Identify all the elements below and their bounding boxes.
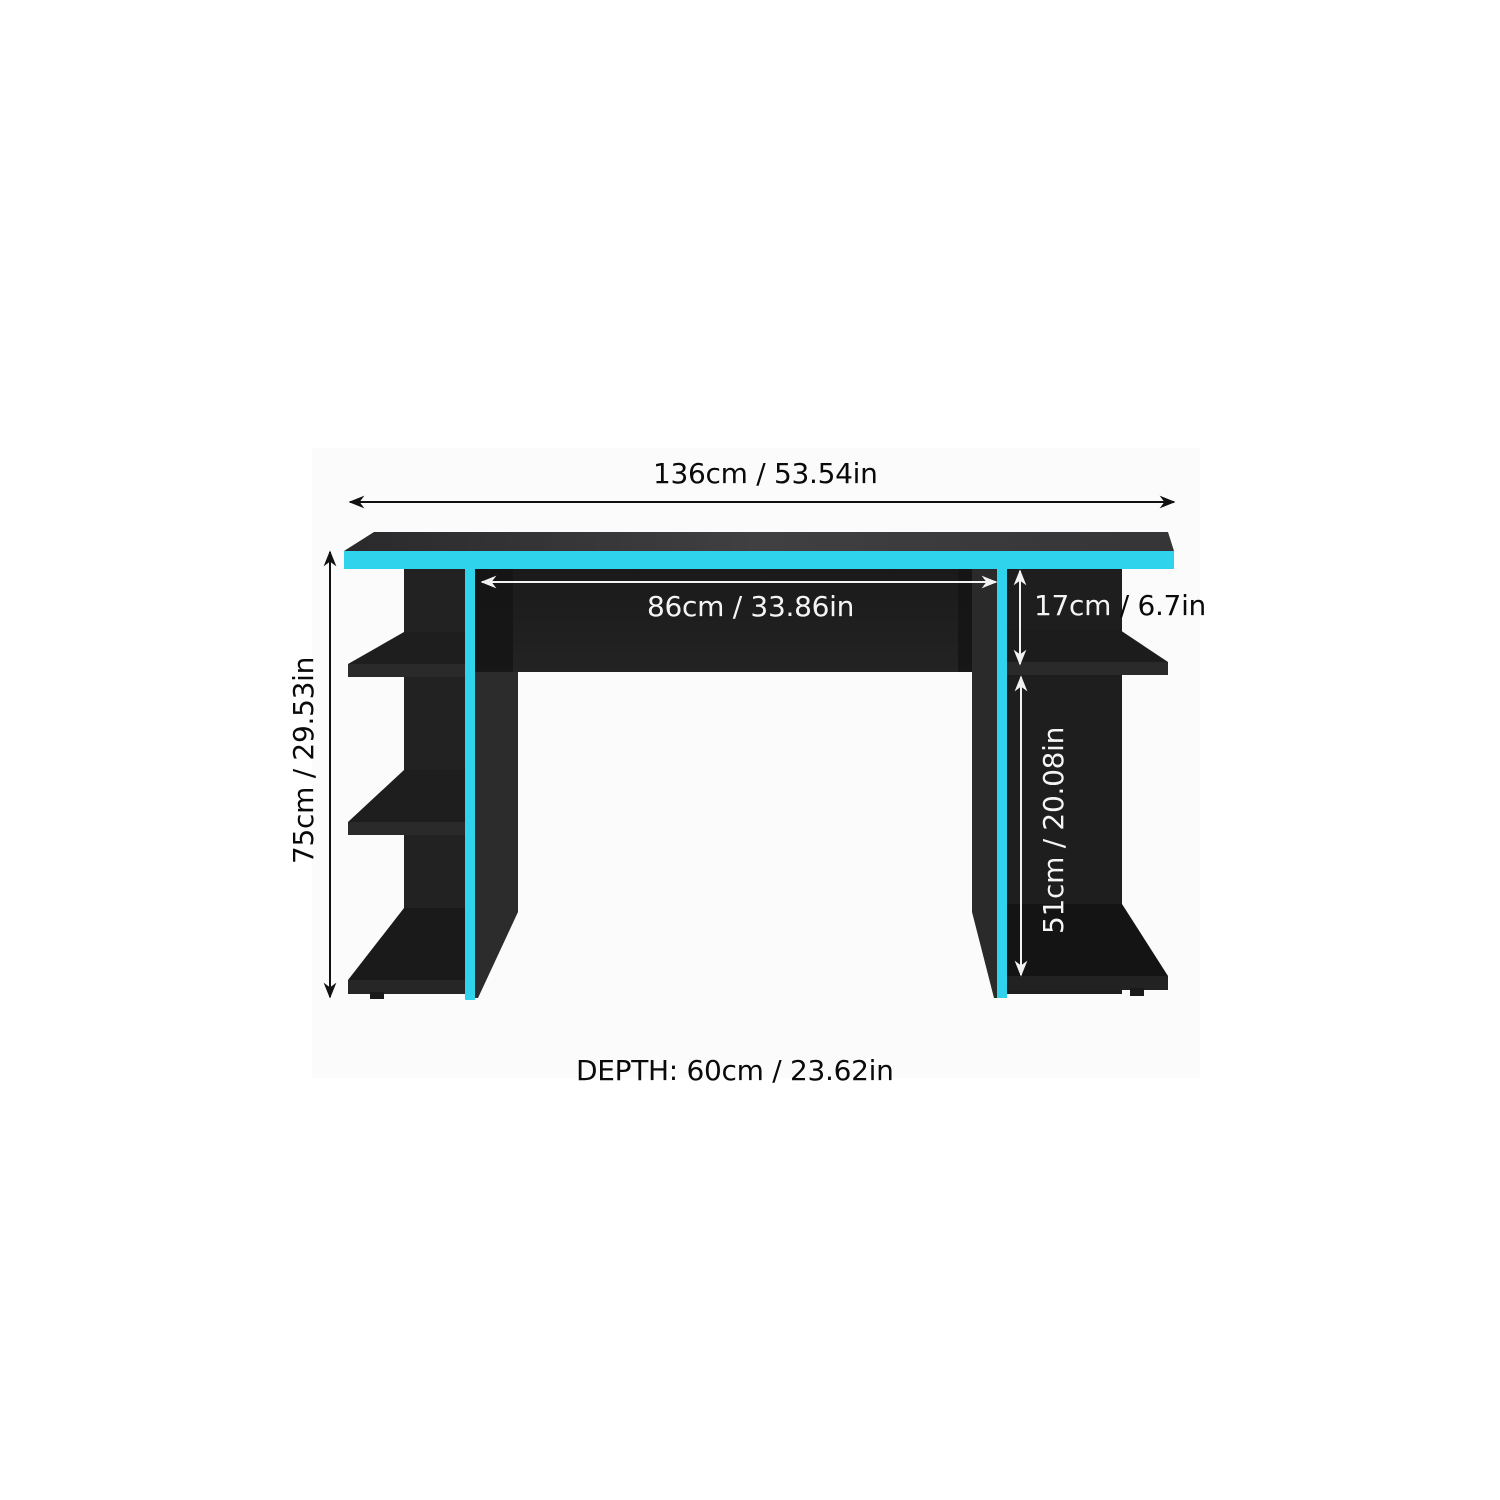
top-shelf-gap-cm-part: 17cm (1034, 589, 1112, 622)
right-shelf-unit (972, 568, 1168, 998)
right-shelf-2-edge (1006, 976, 1168, 990)
left-shelf-1-top (348, 632, 468, 664)
right-shelf-2-top (1006, 904, 1168, 976)
top-shelf-gap-in-part: / 6.7in (1111, 589, 1207, 622)
right-shelf-1-top (1006, 630, 1168, 662)
top-shelf-gap-label: 17cm / 6.7in (1034, 592, 1206, 620)
right-side-panel (972, 568, 1000, 998)
left-side-panel (470, 568, 518, 998)
left-shelf-3-edge (348, 980, 468, 994)
left-shelf-1-edge (348, 664, 468, 677)
desktop-accent-edge (344, 551, 1174, 569)
right-shelf-1-edge (1006, 662, 1168, 675)
left-foot (370, 992, 384, 999)
left-shelf-2-edge (348, 822, 468, 835)
width-label: 136cm / 53.54in (653, 457, 878, 490)
left-shelf-2-top (348, 770, 468, 822)
right-leg-accent-edge (997, 568, 1007, 998)
depth-label: DEPTH: 60cm / 23.62in (576, 1054, 894, 1087)
left-shelf-3-top (348, 908, 468, 980)
lower-compartment-label: 51cm / 20.08in (1037, 726, 1070, 934)
left-leg-accent-edge (465, 568, 475, 1000)
left-shelf-unit (348, 568, 518, 1000)
top-shelf-gap-text: 17cm / 6.7in (1034, 589, 1206, 622)
desktop (344, 532, 1174, 569)
right-foot (1130, 988, 1144, 996)
desktop-top-surface (344, 532, 1174, 551)
modesty-panel-shadow-left (475, 568, 513, 672)
height-label: 75cm / 29.53in (287, 656, 320, 864)
inner-width-label: 86cm / 33.86in (647, 590, 855, 623)
